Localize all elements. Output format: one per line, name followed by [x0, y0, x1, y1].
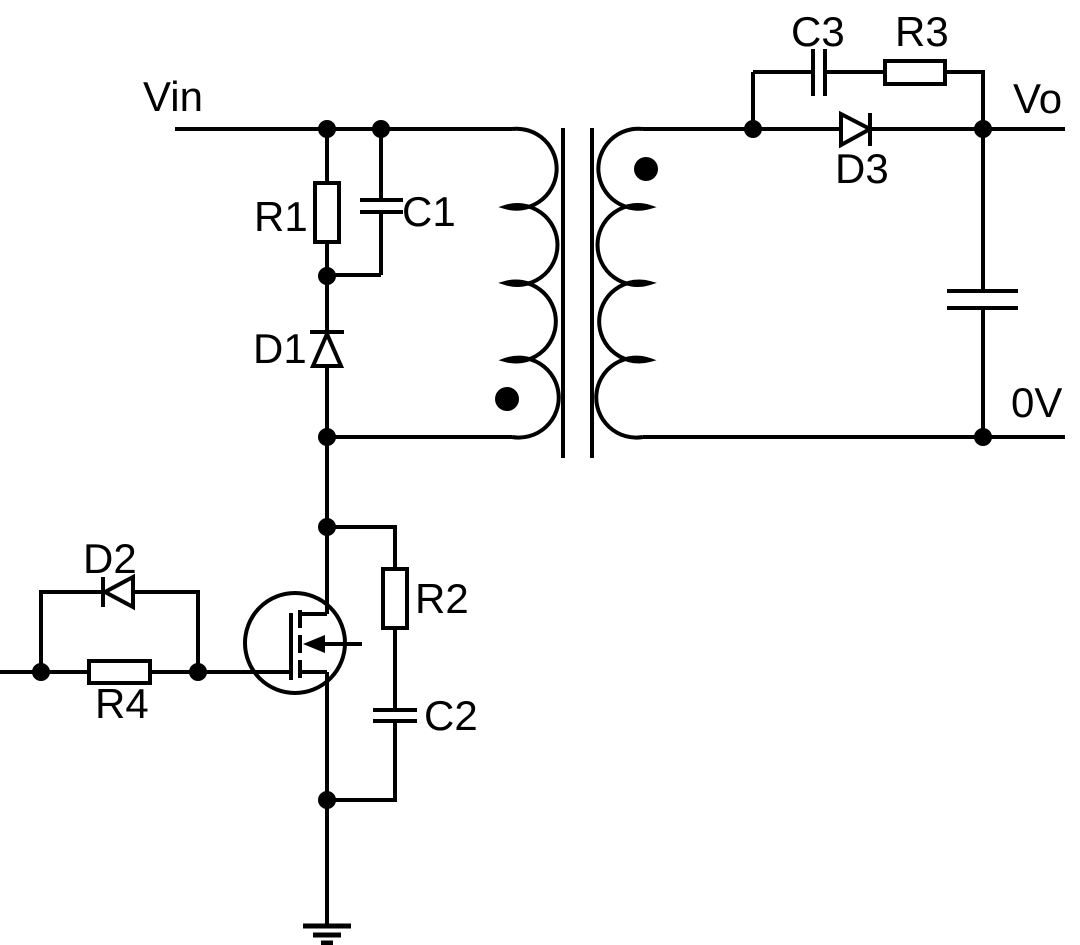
- ref-label-d3: D3: [835, 145, 889, 192]
- primary-polarity-dot: [495, 387, 519, 411]
- snubber-right-riser: [945, 70, 985, 129]
- ref-label-c3: C3: [791, 8, 845, 55]
- primary-winding: [498, 126, 561, 440]
- net-label-0v: 0V: [1011, 379, 1063, 426]
- secondary-polarity-dot: [634, 157, 658, 181]
- ref-label-r4: R4: [95, 680, 149, 727]
- ground-symbol: [303, 923, 351, 945]
- junction-dot-switch-node: [318, 518, 336, 536]
- r1-resistor-body: [313, 181, 341, 244]
- junction-dot-secondary-top: [744, 120, 762, 138]
- clamp-network: [309, 129, 403, 437]
- ref-label-d2: D2: [83, 535, 137, 582]
- d2-left-branch: [39, 590, 103, 672]
- junction-dot-r1-vin: [318, 120, 336, 138]
- junction-dot-gate-right: [189, 663, 207, 681]
- r2-top-lead: [327, 525, 397, 569]
- r3-resistor-body: [883, 59, 947, 86]
- ref-label-c1: C1: [402, 188, 456, 235]
- junction-dot-source-c2: [318, 791, 336, 809]
- ref-label-r1: R1: [254, 193, 308, 240]
- secondary-winding: [594, 126, 657, 440]
- ref-label-d1: D1: [253, 325, 307, 372]
- ref-label-r2: R2: [415, 575, 469, 622]
- ref-label-c2: C2: [424, 692, 478, 739]
- r2-resistor-body: [381, 567, 409, 630]
- net-label-vin: Vin: [143, 73, 203, 120]
- output-network: [643, 49, 1065, 439]
- mosfet-arrow-icon: [303, 635, 325, 653]
- junction-dots: [32, 120, 992, 809]
- junction-dot-gate-left: [32, 663, 50, 681]
- d2-right-branch: [133, 590, 200, 672]
- junction-dot-vo: [974, 120, 992, 138]
- junction-dot-primary-bottom: [318, 428, 336, 446]
- mosfet: [198, 527, 362, 926]
- d3-triangle: [839, 110, 875, 149]
- gate-network: [0, 573, 200, 685]
- junction-dot-c1-vin: [372, 120, 390, 138]
- junction-dot-r1c1: [318, 267, 336, 285]
- d1-triangle: [309, 329, 345, 368]
- c2-bottom-lead: [327, 721, 397, 802]
- ref-label-r3: R3: [895, 8, 949, 55]
- net-label-vo: Vo: [1013, 75, 1063, 122]
- transformer: [327, 126, 753, 458]
- drain-snubber: [327, 525, 417, 802]
- junction-dot-zero-volt: [974, 428, 992, 446]
